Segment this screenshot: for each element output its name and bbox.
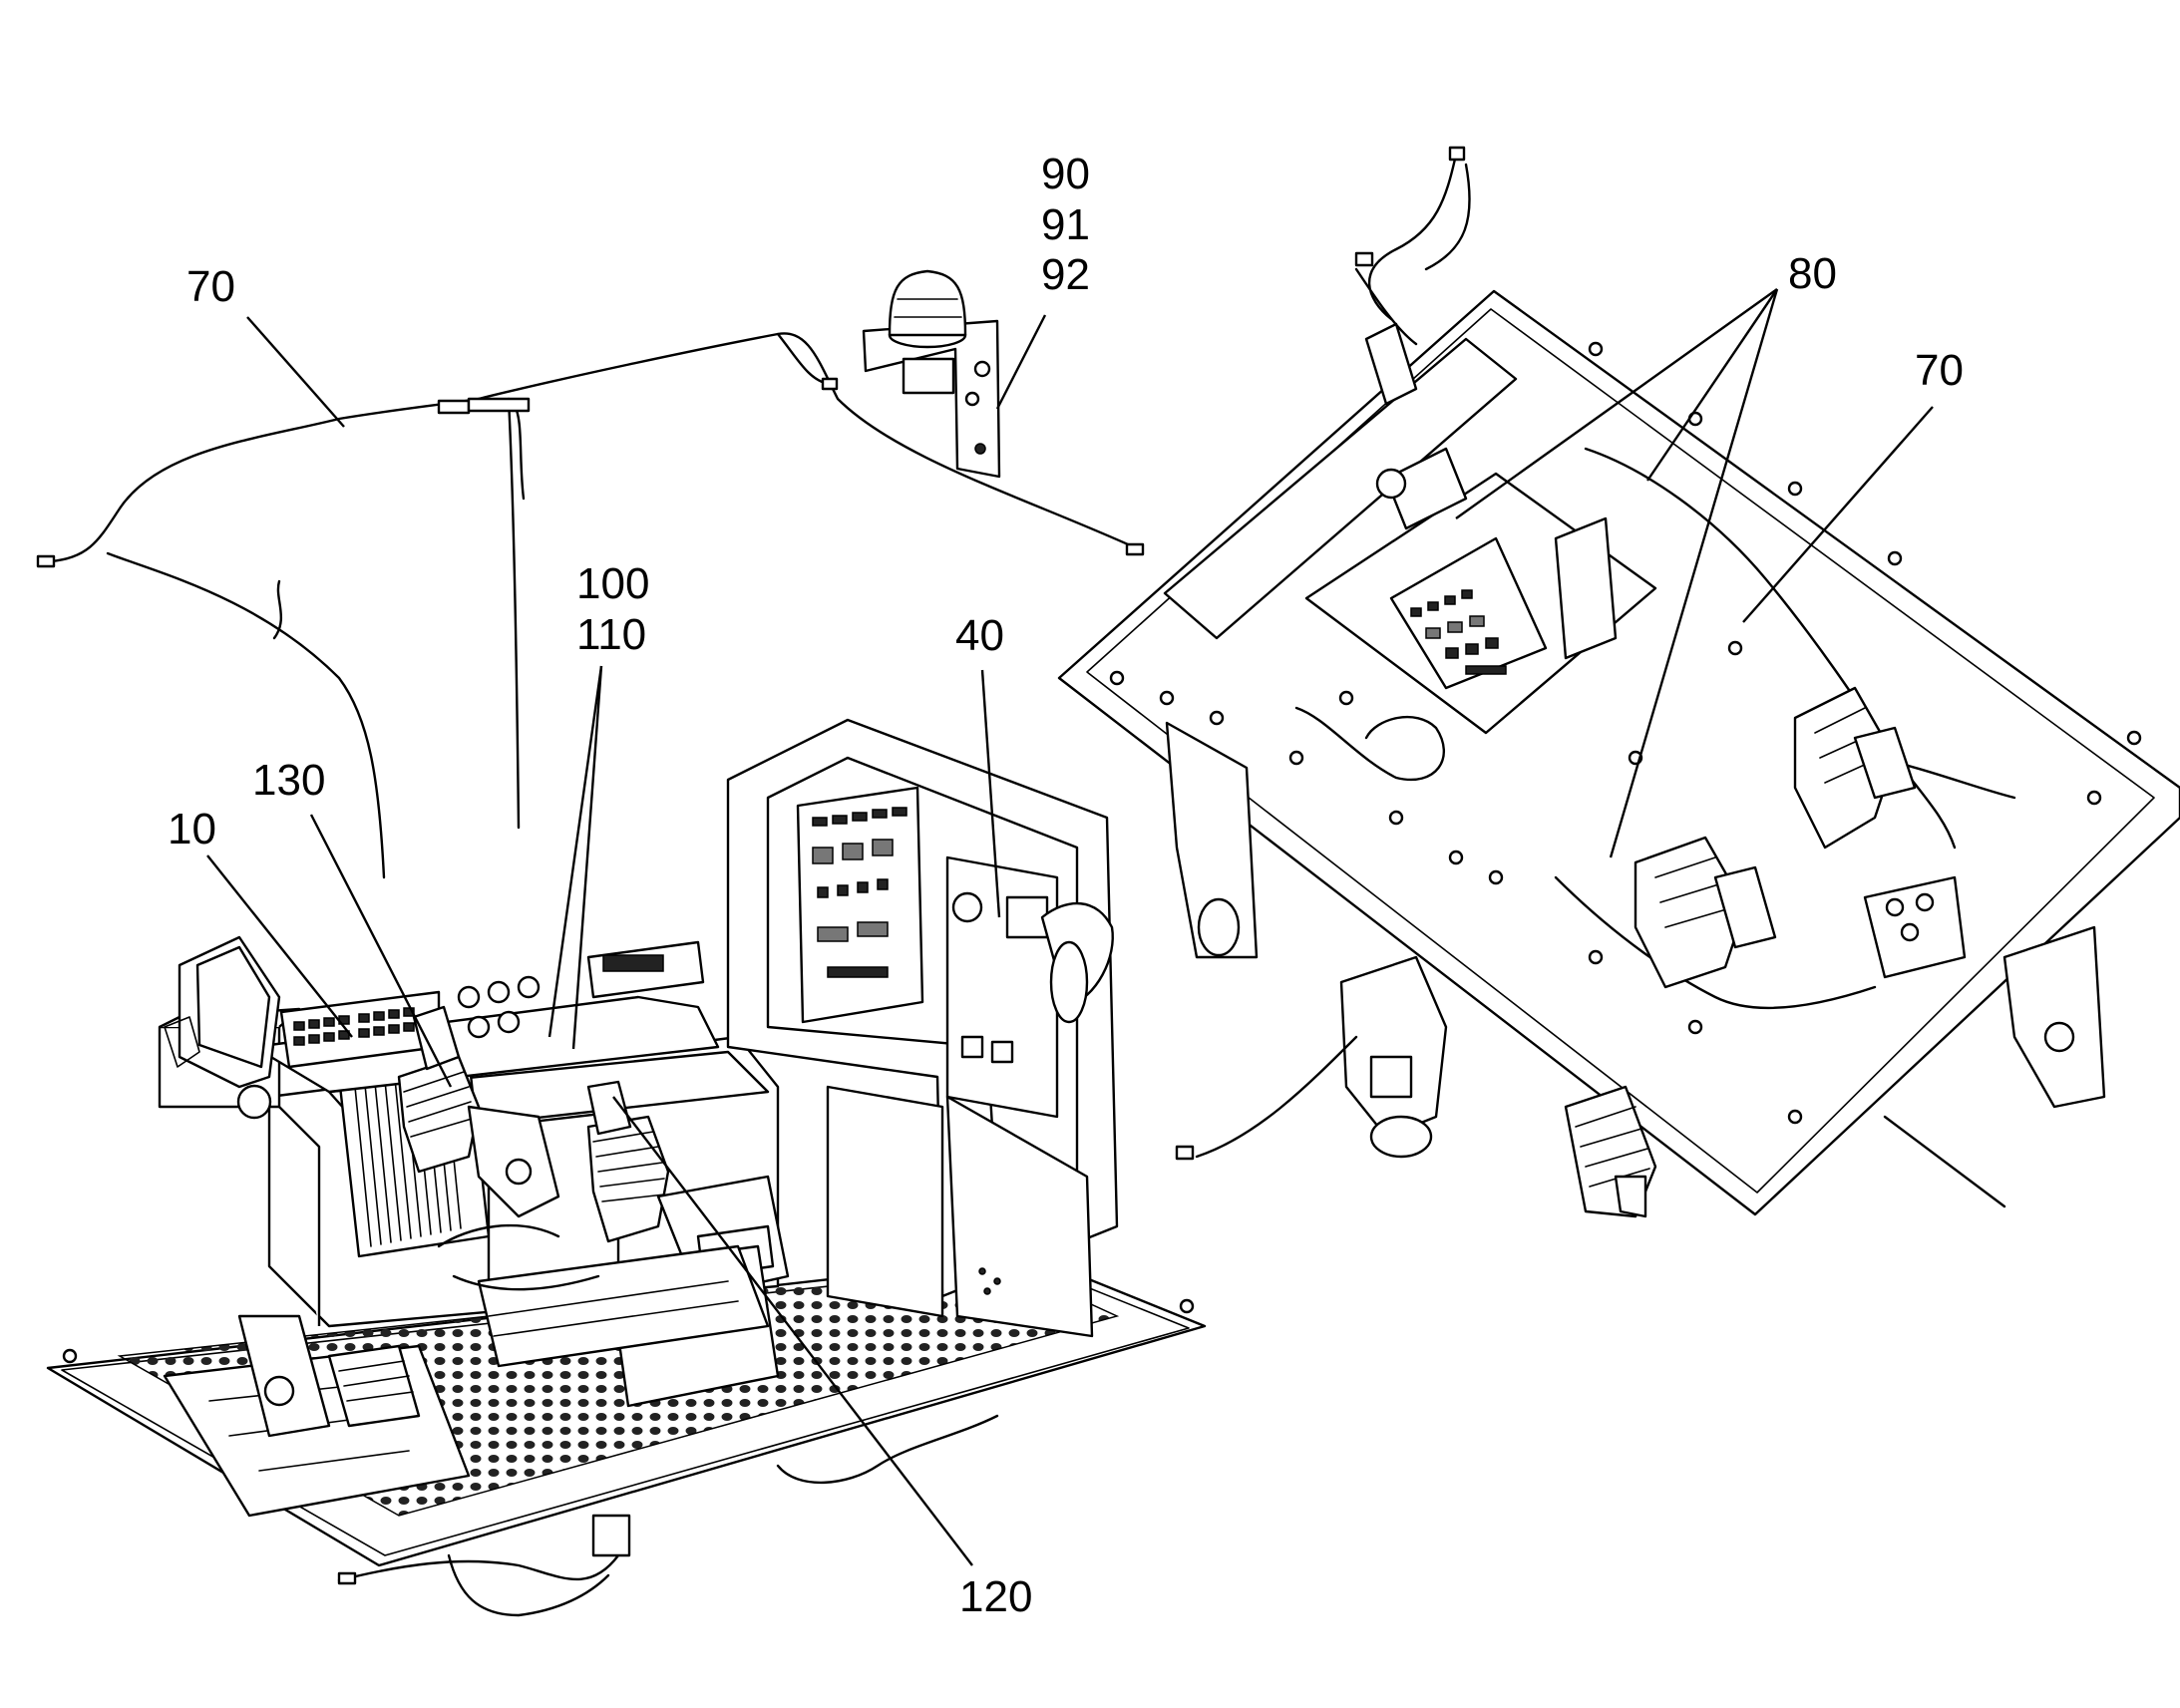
underside-motor	[1339, 955, 1448, 1159]
callout-70-left: 70	[186, 262, 235, 311]
leader-80-b	[1646, 288, 1778, 482]
lower-cable-bundle	[337, 1414, 999, 1617]
center-opening	[1304, 472, 1657, 735]
wire-harness-70-left	[36, 332, 1145, 879]
cable-exit	[1175, 1035, 2006, 1208]
left-assembly	[36, 269, 1207, 1617]
leader-90-92	[995, 314, 1047, 410]
circuit-board-right	[1410, 589, 1507, 675]
leader-100-b	[571, 665, 603, 1050]
callout-91: 91	[1041, 200, 1090, 249]
leader-70-right	[1742, 406, 1934, 623]
leader-120	[612, 1096, 973, 1566]
callout-110: 110	[576, 610, 646, 659]
callout-labels: 70 90 91 92 80 70 100 110 40 130 10 120	[168, 150, 1964, 1621]
callout-40: 40	[955, 611, 1004, 660]
callout-70-right: 70	[1915, 346, 1964, 395]
switch-module-top	[1364, 322, 1468, 530]
leader-100-a	[547, 665, 603, 1038]
leader-70-left	[246, 316, 345, 428]
callout-130: 130	[252, 756, 325, 805]
leader-lines	[206, 288, 1934, 1566]
operator-panel	[252, 940, 720, 1094]
base-plate-inverted	[1057, 289, 2180, 1216]
center-enclosure	[437, 1223, 780, 1408]
callout-80: 80	[1788, 249, 1837, 298]
callout-120: 120	[959, 1572, 1032, 1621]
leader-80-a	[1455, 288, 1778, 519]
leader-40	[980, 669, 1001, 918]
plate-holes	[1109, 341, 2142, 1125]
callout-10: 10	[168, 805, 216, 854]
underside-bracket-right	[2002, 925, 2106, 1109]
leader-10	[206, 854, 353, 1038]
underside-bracket-left	[1165, 721, 1259, 959]
circuit-board-left	[796, 786, 924, 1024]
beacon-light-assembly	[862, 269, 1001, 479]
leader-130	[309, 814, 453, 1088]
right-assembly	[1057, 146, 2180, 1218]
pedestal-column	[826, 1085, 1094, 1338]
joystick-left	[397, 1005, 560, 1218]
callout-100: 100	[576, 559, 649, 608]
floor-plate	[46, 1254, 1207, 1567]
underside-joystick	[1564, 1085, 1657, 1218]
leader-80-c	[1609, 288, 1779, 858]
callout-92: 92	[1041, 250, 1090, 299]
display-monitor	[164, 935, 281, 1089]
relay-panel	[945, 855, 1059, 1119]
wire-harness-top-right	[1354, 146, 1471, 346]
pedal-assembly	[237, 1314, 421, 1438]
switch-module-lower	[1634, 836, 1777, 989]
electronics-cabinet-40	[726, 718, 1119, 1298]
switch-module-upper	[1793, 686, 1917, 850]
callout-90: 90	[1041, 150, 1090, 198]
keypad-buttons	[293, 1007, 415, 1046]
valve-block	[1863, 875, 1967, 979]
